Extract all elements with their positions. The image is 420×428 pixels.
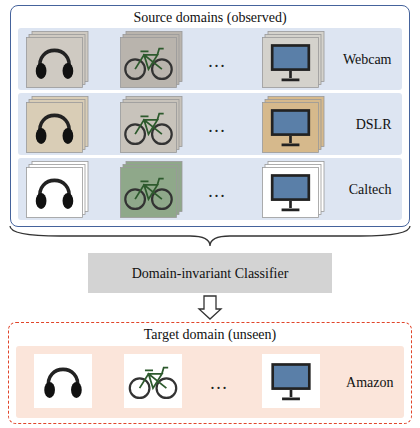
box-label: Domain-invariant Classifier bbox=[88, 265, 332, 282]
curly-brace bbox=[10, 226, 410, 246]
ellipsis: … bbox=[210, 374, 228, 392]
ellipsis: … bbox=[208, 182, 226, 200]
domain-name: DSLR bbox=[356, 115, 392, 132]
domain-band: Amazon … bbox=[16, 346, 404, 418]
group-title: Source domains (observed) bbox=[11, 9, 409, 26]
dslr-photos bbox=[27, 97, 325, 153]
domain-name: Webcam bbox=[343, 50, 392, 67]
group-title: Target domain (unseen) bbox=[9, 326, 411, 343]
amazon-photos bbox=[34, 354, 320, 408]
block-arrow bbox=[199, 296, 221, 319]
caltech-photos bbox=[27, 162, 325, 218]
ellipsis: … bbox=[208, 117, 226, 135]
source-group: Source domains (observed)Webcam…DSLR…Cal… bbox=[10, 5, 410, 227]
classifier-box: Domain-invariant Classifier bbox=[88, 253, 332, 293]
domain-name: Caltech bbox=[349, 180, 392, 197]
domain-band: Caltech … bbox=[18, 158, 402, 220]
domain-band: Webcam … bbox=[18, 28, 402, 90]
domain-name: Amazon bbox=[346, 373, 393, 390]
ellipsis: … bbox=[208, 52, 226, 70]
webcam-photos bbox=[27, 32, 325, 88]
target-group: Target domain (unseen) Amazon … bbox=[8, 322, 412, 424]
domain-band: DSLR … bbox=[18, 93, 402, 155]
